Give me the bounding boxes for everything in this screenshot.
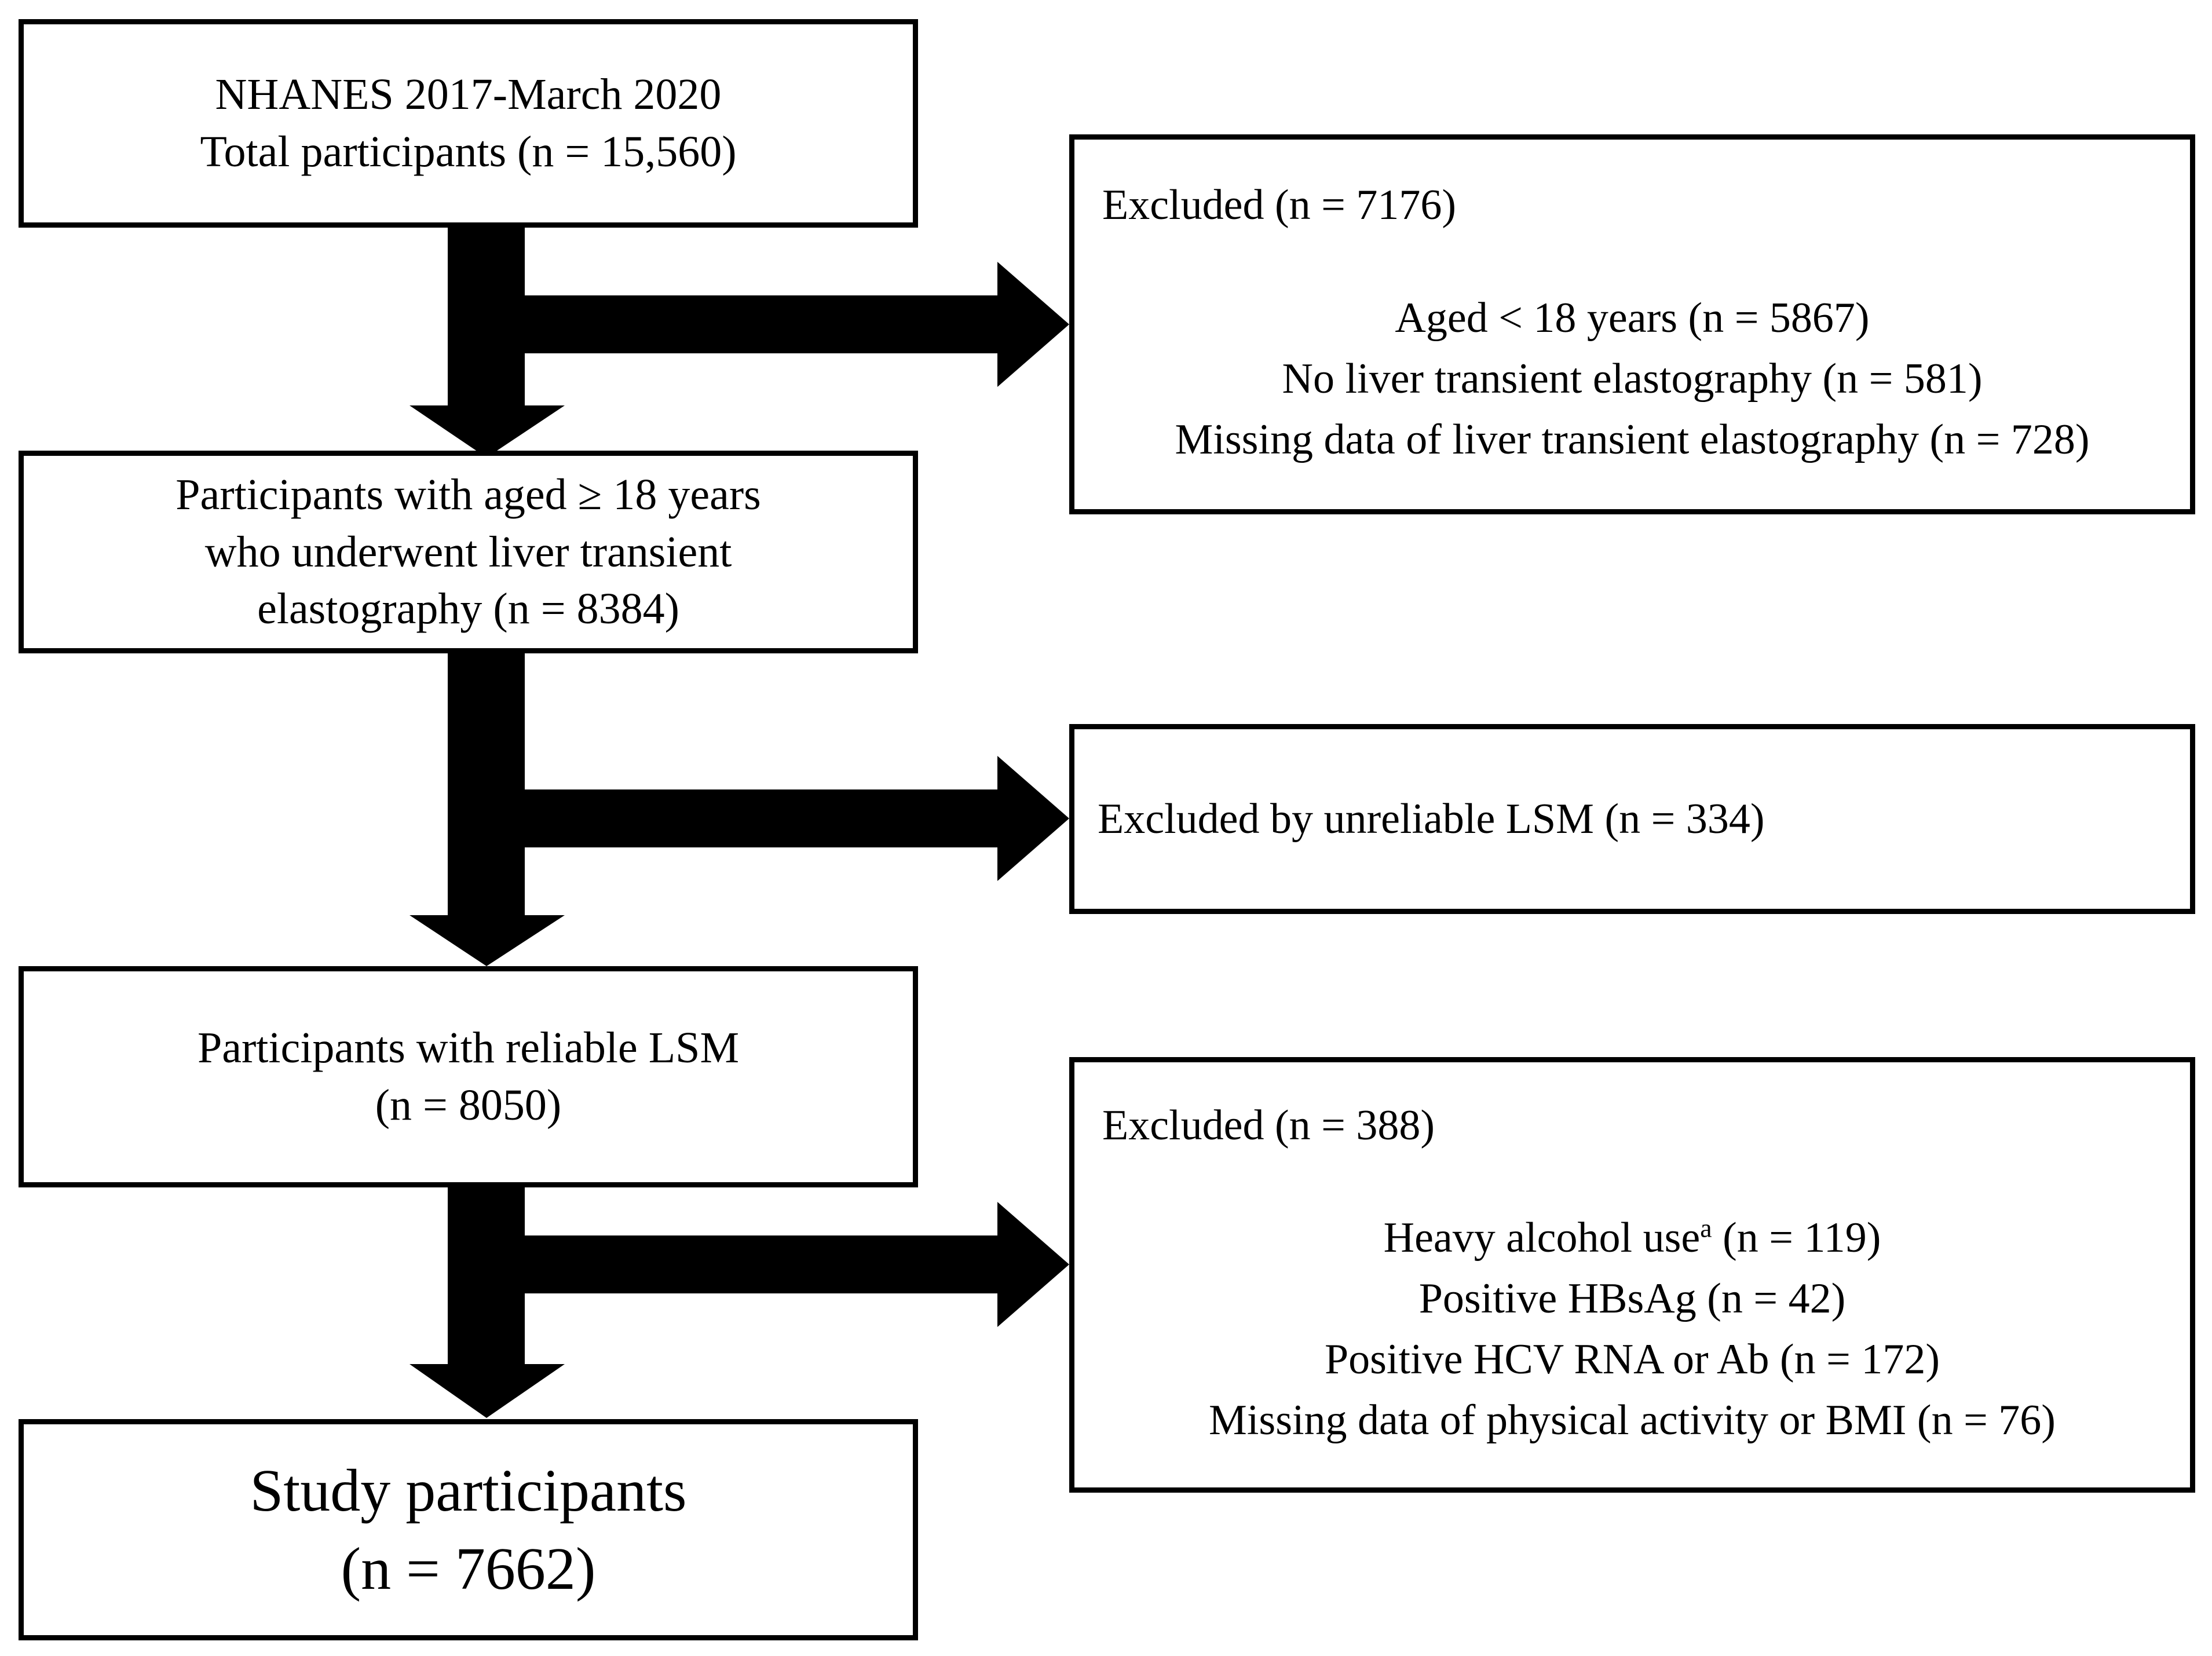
exclusion-3-heading: Excluded (n = 388) xyxy=(1102,1101,1435,1149)
adults-line-1: Participants with aged ≥ 18 years xyxy=(176,470,761,519)
box-adults-with-elastography: Participants with aged ≥ 18 years who un… xyxy=(19,451,918,653)
box-source-population: NHANES 2017-March 2020 Total participant… xyxy=(19,19,918,228)
box-exclusion-2: Excluded by unreliable LSM (n = 334) xyxy=(1069,724,2195,914)
box-study-participants: Study participants (n = 7662) xyxy=(19,1419,918,1640)
adults-line-3: elastography (n = 8384) xyxy=(257,584,679,634)
final-line-1: Study participants xyxy=(250,1457,687,1524)
exclusion-2-heading: Excluded by unreliable LSM (n = 334) xyxy=(1098,795,1765,843)
arrow-reliable-to-final xyxy=(410,1187,565,1418)
adults-line-2: who underwent liver transient xyxy=(204,527,732,576)
exclusion-1-reason-1: Aged < 18 years (n = 5867) xyxy=(1395,294,1870,342)
exclusion-3-reasons: Heavy alcohol usea (n = 119) Positive HB… xyxy=(1209,1208,2056,1451)
exclusion-3-reason-1-count: (n = 119) xyxy=(1723,1214,1881,1262)
source-line-1: NHANES 2017-March 2020 xyxy=(215,70,722,119)
final-line-2: (n = 7662) xyxy=(341,1536,596,1602)
box-reliable-lsm: Participants with reliable LSM (n = 8050… xyxy=(19,966,918,1187)
reliable-line-1: Participants with reliable LSM xyxy=(197,1023,740,1073)
reliable-line-2: (n = 8050) xyxy=(375,1081,562,1129)
source-line-2: Total participants (n = 15,560) xyxy=(200,127,737,176)
arrow-branch-exclusion-2 xyxy=(525,756,1069,881)
footnote-marker-a: a xyxy=(1700,1213,1712,1243)
exclusion-1-heading: Excluded (n = 7176) xyxy=(1102,181,1456,229)
arrow-branch-exclusion-1 xyxy=(525,262,1069,387)
exclusion-3-reason-4: Missing data of physical activity or BMI… xyxy=(1209,1397,2056,1445)
exclusion-3-reason-2: Positive HBsAg (n = 42) xyxy=(1418,1275,1846,1323)
exclusion-3-reason-1: Heavy alcohol usea (n = 119) xyxy=(1209,1208,2056,1268)
exclusion-3-reason-1-text: Heavy alcohol use xyxy=(1383,1214,1701,1262)
arrow-branch-exclusion-3 xyxy=(525,1202,1069,1327)
exclusion-3-reason-3: Positive HCV RNA or Ab (n = 172) xyxy=(1324,1336,1940,1384)
arrow-source-to-adults xyxy=(410,228,565,458)
exclusion-1-reasons: Aged < 18 years (n = 5867) No liver tran… xyxy=(1175,288,2090,470)
box-exclusion-3: Excluded (n = 388) Heavy alcohol usea (n… xyxy=(1069,1057,2195,1493)
exclusion-1-reason-2: No liver transient elastography (n = 581… xyxy=(1282,354,1983,403)
arrow-adults-to-reliable xyxy=(410,653,565,966)
exclusion-1-reason-3: Missing data of liver transient elastogr… xyxy=(1175,415,2090,463)
box-exclusion-1: Excluded (n = 7176) Aged < 18 years (n =… xyxy=(1069,134,2195,514)
